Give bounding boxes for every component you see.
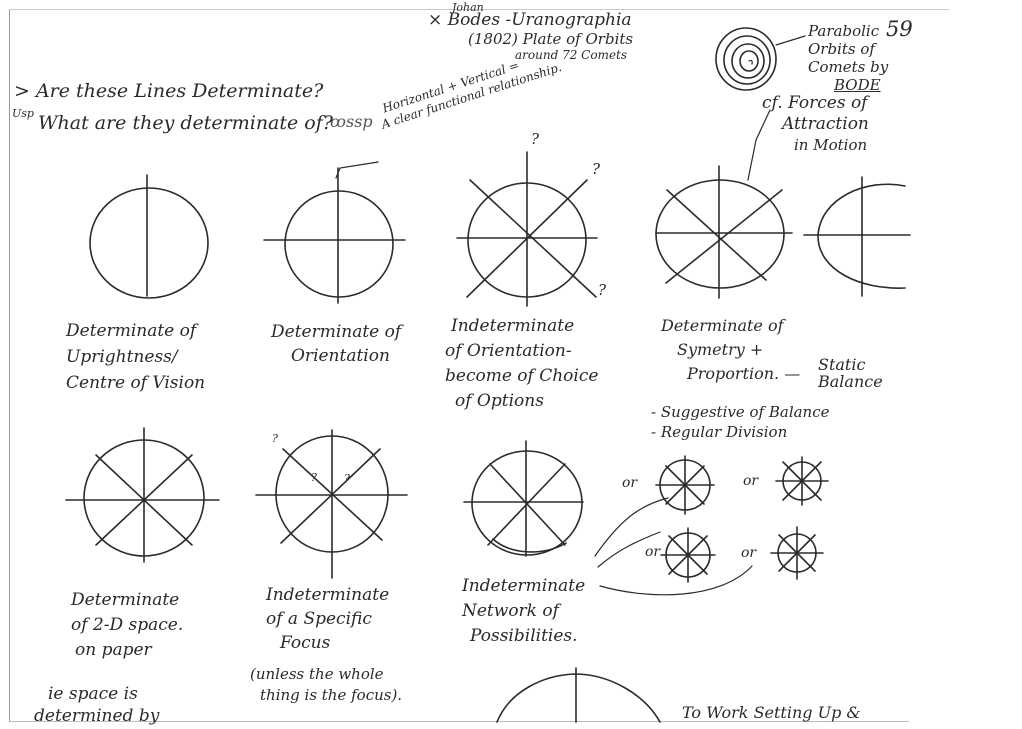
caption-3-line-3: become of Choice: [445, 364, 598, 389]
suggestive-note: - Suggestive of Balance - Regular Divisi…: [651, 402, 830, 442]
bottom-partial-circle: [497, 674, 660, 722]
diagram-specific-focus: [256, 430, 407, 578]
caption-3-line-1: Indeterminate: [445, 314, 598, 339]
option-circle-4: [771, 527, 823, 579]
question-mark-focus-1: ?: [272, 433, 278, 445]
diagram-circle-vertical: [90, 175, 208, 298]
caption-7-line-2: Network of: [462, 599, 585, 624]
parabolic-line-4: BODE: [808, 76, 888, 94]
diagram-circle-eight-spokes: [457, 152, 597, 306]
or-label-3: or: [645, 545, 660, 560]
question-mark-focus-2: ?: [311, 472, 317, 484]
static-line-2: Balance: [818, 373, 883, 390]
diagram-circle-symmetry: [656, 166, 792, 298]
caption-5-line-2: of 2-D space.: [71, 613, 183, 638]
caption-2d-space: Determinate of 2-D space. on paper: [71, 588, 183, 663]
suggestive-line-2: - Regular Division: [651, 422, 830, 442]
or-label-1: or: [622, 476, 637, 491]
static-balance-note: Static Balance: [818, 356, 883, 390]
parabolic-line-1: Parabolic: [808, 22, 888, 40]
caption-6-line-2: of a Specific: [266, 607, 389, 631]
caption-6-line-4: (unless the whole: [250, 664, 402, 685]
parabolic-line-3: Comets by: [808, 58, 888, 76]
caption-4-line-1: Determinate of: [661, 314, 800, 338]
question-mark-lower-right: ?: [598, 283, 606, 299]
question-1: > Are these Lines Determinate?: [14, 82, 323, 102]
caption-specific-focus: Indeterminate of a Specific Focus: [266, 583, 389, 655]
parabolic-orbits-sketch: [716, 28, 805, 90]
diagram-network: [464, 441, 752, 595]
option-circle-1: [656, 456, 714, 514]
caption-5-line-1: Determinate: [71, 588, 183, 613]
question-mark-upper-right: ?: [592, 162, 600, 178]
header-pointer-line: [336, 162, 378, 178]
caption-symmetry: Determinate of Symetry + Proportion. —: [661, 314, 800, 386]
question-2-prefix: Usp: [12, 108, 34, 120]
caption-4-line-3: Proportion. —: [661, 362, 800, 386]
forces-line-1: cf. Forces of: [762, 93, 869, 114]
forces-note: cf. Forces of Attraction in Motion: [762, 93, 869, 156]
bottom-left-line-2: determined by: [34, 708, 159, 726]
question-mark-focus-3: ?: [344, 473, 350, 485]
caption-2-line-2: Orientation: [271, 344, 401, 368]
caption-orientation: Determinate of Orientation: [271, 320, 401, 368]
bottom-right-text: To Work Setting Up &: [682, 705, 861, 722]
or-label-4: or: [741, 546, 756, 561]
caption-5-line-3: on paper: [71, 638, 183, 663]
suggestive-line-1: - Suggestive of Balance: [651, 402, 830, 422]
question-2-scribble: ꝏssp: [330, 114, 373, 131]
parabolic-line-2: Orbits of: [808, 40, 888, 58]
parabolic-note: Parabolic Orbits of Comets by BODE: [808, 22, 888, 94]
caption-network: Indeterminate Network of Possibilities.: [462, 574, 585, 649]
caption-1-line-2: Uprightness/: [66, 344, 205, 370]
caption-uprightness: Determinate of Uprightness/ Centre of Vi…: [66, 318, 205, 396]
option-circle-2: [776, 457, 828, 505]
caption-6-line-3: Focus: [266, 631, 389, 655]
header-line-2: (1802) Plate of Orbits: [468, 32, 633, 48]
diagram-circle-cross: [264, 168, 405, 303]
question-mark-top: ?: [531, 132, 539, 148]
caption-3-line-4: of Options: [445, 389, 598, 414]
caption-7-line-1: Indeterminate: [462, 574, 585, 599]
bottom-left-line-1: ie space is: [48, 686, 138, 704]
caption-1-line-3: Centre of Vision: [66, 370, 205, 396]
forces-line-3: in Motion: [762, 135, 869, 156]
diagram-2d-space: [66, 428, 219, 562]
caption-3-line-2: of Orientation-: [445, 339, 598, 364]
option-circle-3: [661, 528, 715, 582]
question-2: What are they determinate of?: [38, 114, 333, 134]
caption-7-line-3: Possibilities.: [462, 624, 585, 649]
header-line-1: × Bodes -Uranographia: [428, 12, 632, 30]
diagram-circle-cross-partial: [804, 177, 910, 296]
caption-2-line-1: Determinate of: [271, 320, 401, 344]
caption-6-line-1: Indeterminate: [266, 583, 389, 607]
caption-4-line-2: Symetry +: [661, 338, 800, 362]
caption-1-line-1: Determinate of: [66, 318, 205, 344]
static-line-1: Static: [818, 356, 883, 373]
caption-focus-parenthetical: (unless the whole thing is the focus).: [250, 664, 402, 706]
caption-indeterminate-orientation: Indeterminate of Orientation- become of …: [445, 314, 598, 414]
caption-6-line-5: thing is the focus).: [250, 685, 402, 706]
forces-line-2: Attraction: [762, 114, 869, 135]
or-label-2: or: [743, 474, 758, 489]
page-number: 59: [886, 18, 913, 40]
